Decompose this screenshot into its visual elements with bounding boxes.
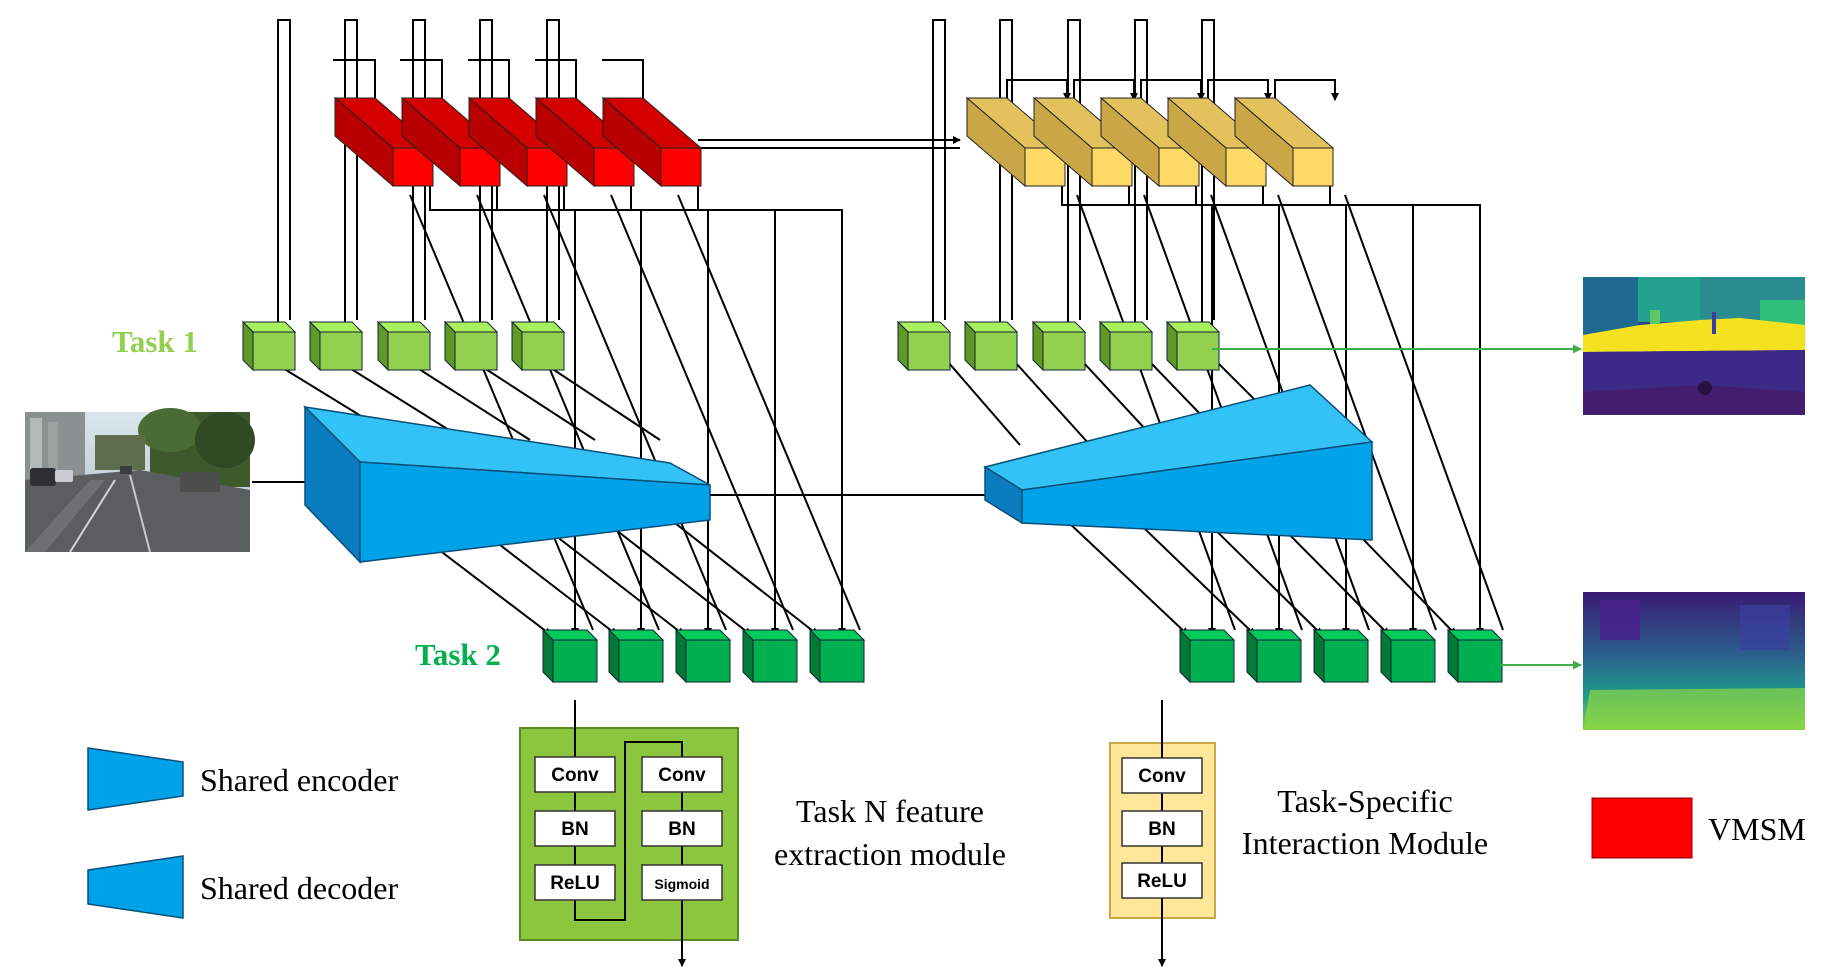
svg-text:ReLU: ReLU xyxy=(550,873,600,894)
feature-op-conv: Conv xyxy=(534,756,616,793)
svg-text:Conv: Conv xyxy=(1138,766,1186,787)
interaction-op-conv: Conv xyxy=(1121,757,1203,794)
task1-label: Task 1 xyxy=(112,324,198,359)
task1-feature-cube xyxy=(510,320,566,372)
feature-module-label-line2: extraction module xyxy=(774,836,1006,872)
task1-feature-cube xyxy=(1165,320,1221,372)
task1-feature-cube xyxy=(1098,320,1154,372)
task1-feature-blocks xyxy=(241,320,1221,372)
interaction-op-bn: BN xyxy=(1121,810,1203,847)
task2-feature-cube xyxy=(1178,628,1236,684)
feature-op-bn: BN xyxy=(641,810,723,847)
task1-feature-cube xyxy=(376,320,432,372)
legend-vmsm-swatch xyxy=(1591,797,1693,859)
task2-feature-cube xyxy=(674,628,732,684)
task2-feature-cube xyxy=(541,628,599,684)
feature-module-label-line1: Task N feature xyxy=(796,793,984,829)
legend: Shared encoder Shared decoder VMSM xyxy=(87,747,1806,919)
task1-feature-cube xyxy=(1031,320,1087,372)
task1-feature-cube xyxy=(308,320,364,372)
depth-output-image xyxy=(1583,592,1805,730)
legend-decoder-label: Shared decoder xyxy=(200,870,398,906)
feature-op-relu: ReLU xyxy=(534,864,616,901)
task2-feature-cube xyxy=(1446,628,1504,684)
task1-feature-cube xyxy=(241,320,297,372)
task2-feature-cube xyxy=(607,628,665,684)
interaction-block xyxy=(1233,96,1335,188)
interaction-blocks xyxy=(965,96,1335,188)
task2-feature-blocks xyxy=(541,628,1504,684)
feature-op-conv: Conv xyxy=(641,756,723,793)
segmentation-output-image xyxy=(1583,277,1805,415)
legend-encoder-label: Shared encoder xyxy=(200,762,398,798)
shared-decoder-block xyxy=(983,384,1374,541)
svg-text:ReLU: ReLU xyxy=(1137,871,1187,892)
svg-text:BN: BN xyxy=(1148,819,1175,840)
task1-feature-cube xyxy=(896,320,952,372)
task2-label: Task 2 xyxy=(415,637,501,672)
task2-feature-cube xyxy=(1379,628,1437,684)
svg-text:BN: BN xyxy=(668,819,695,840)
task2-feature-cube xyxy=(741,628,799,684)
legend-decoder-swatch xyxy=(87,855,184,919)
input-street-image xyxy=(25,408,255,553)
feature-op-bn: BN xyxy=(534,810,616,847)
legend-vmsm-label: VMSM xyxy=(1708,811,1806,847)
task1-feature-cube xyxy=(963,320,1019,372)
interaction-module-label-line1: Task-Specific xyxy=(1277,783,1452,819)
task2-feature-cube xyxy=(1312,628,1370,684)
task2-feature-cube xyxy=(808,628,866,684)
svg-text:BN: BN xyxy=(561,819,588,840)
svg-text:Conv: Conv xyxy=(658,765,706,786)
feature-op-sigmoid: Sigmoid xyxy=(641,864,723,901)
svg-text:Conv: Conv xyxy=(551,765,599,786)
shared-encoder-block xyxy=(302,405,711,564)
interaction-op-relu: ReLU xyxy=(1121,862,1203,899)
vmsm-block xyxy=(601,96,703,188)
svg-text:Sigmoid: Sigmoid xyxy=(654,876,709,892)
task1-feature-cube xyxy=(443,320,499,372)
interaction-module-label-line2: Interaction Module xyxy=(1242,825,1488,861)
legend-encoder-swatch xyxy=(87,747,184,811)
vmsm-blocks xyxy=(333,96,703,188)
task2-feature-cube xyxy=(1245,628,1303,684)
